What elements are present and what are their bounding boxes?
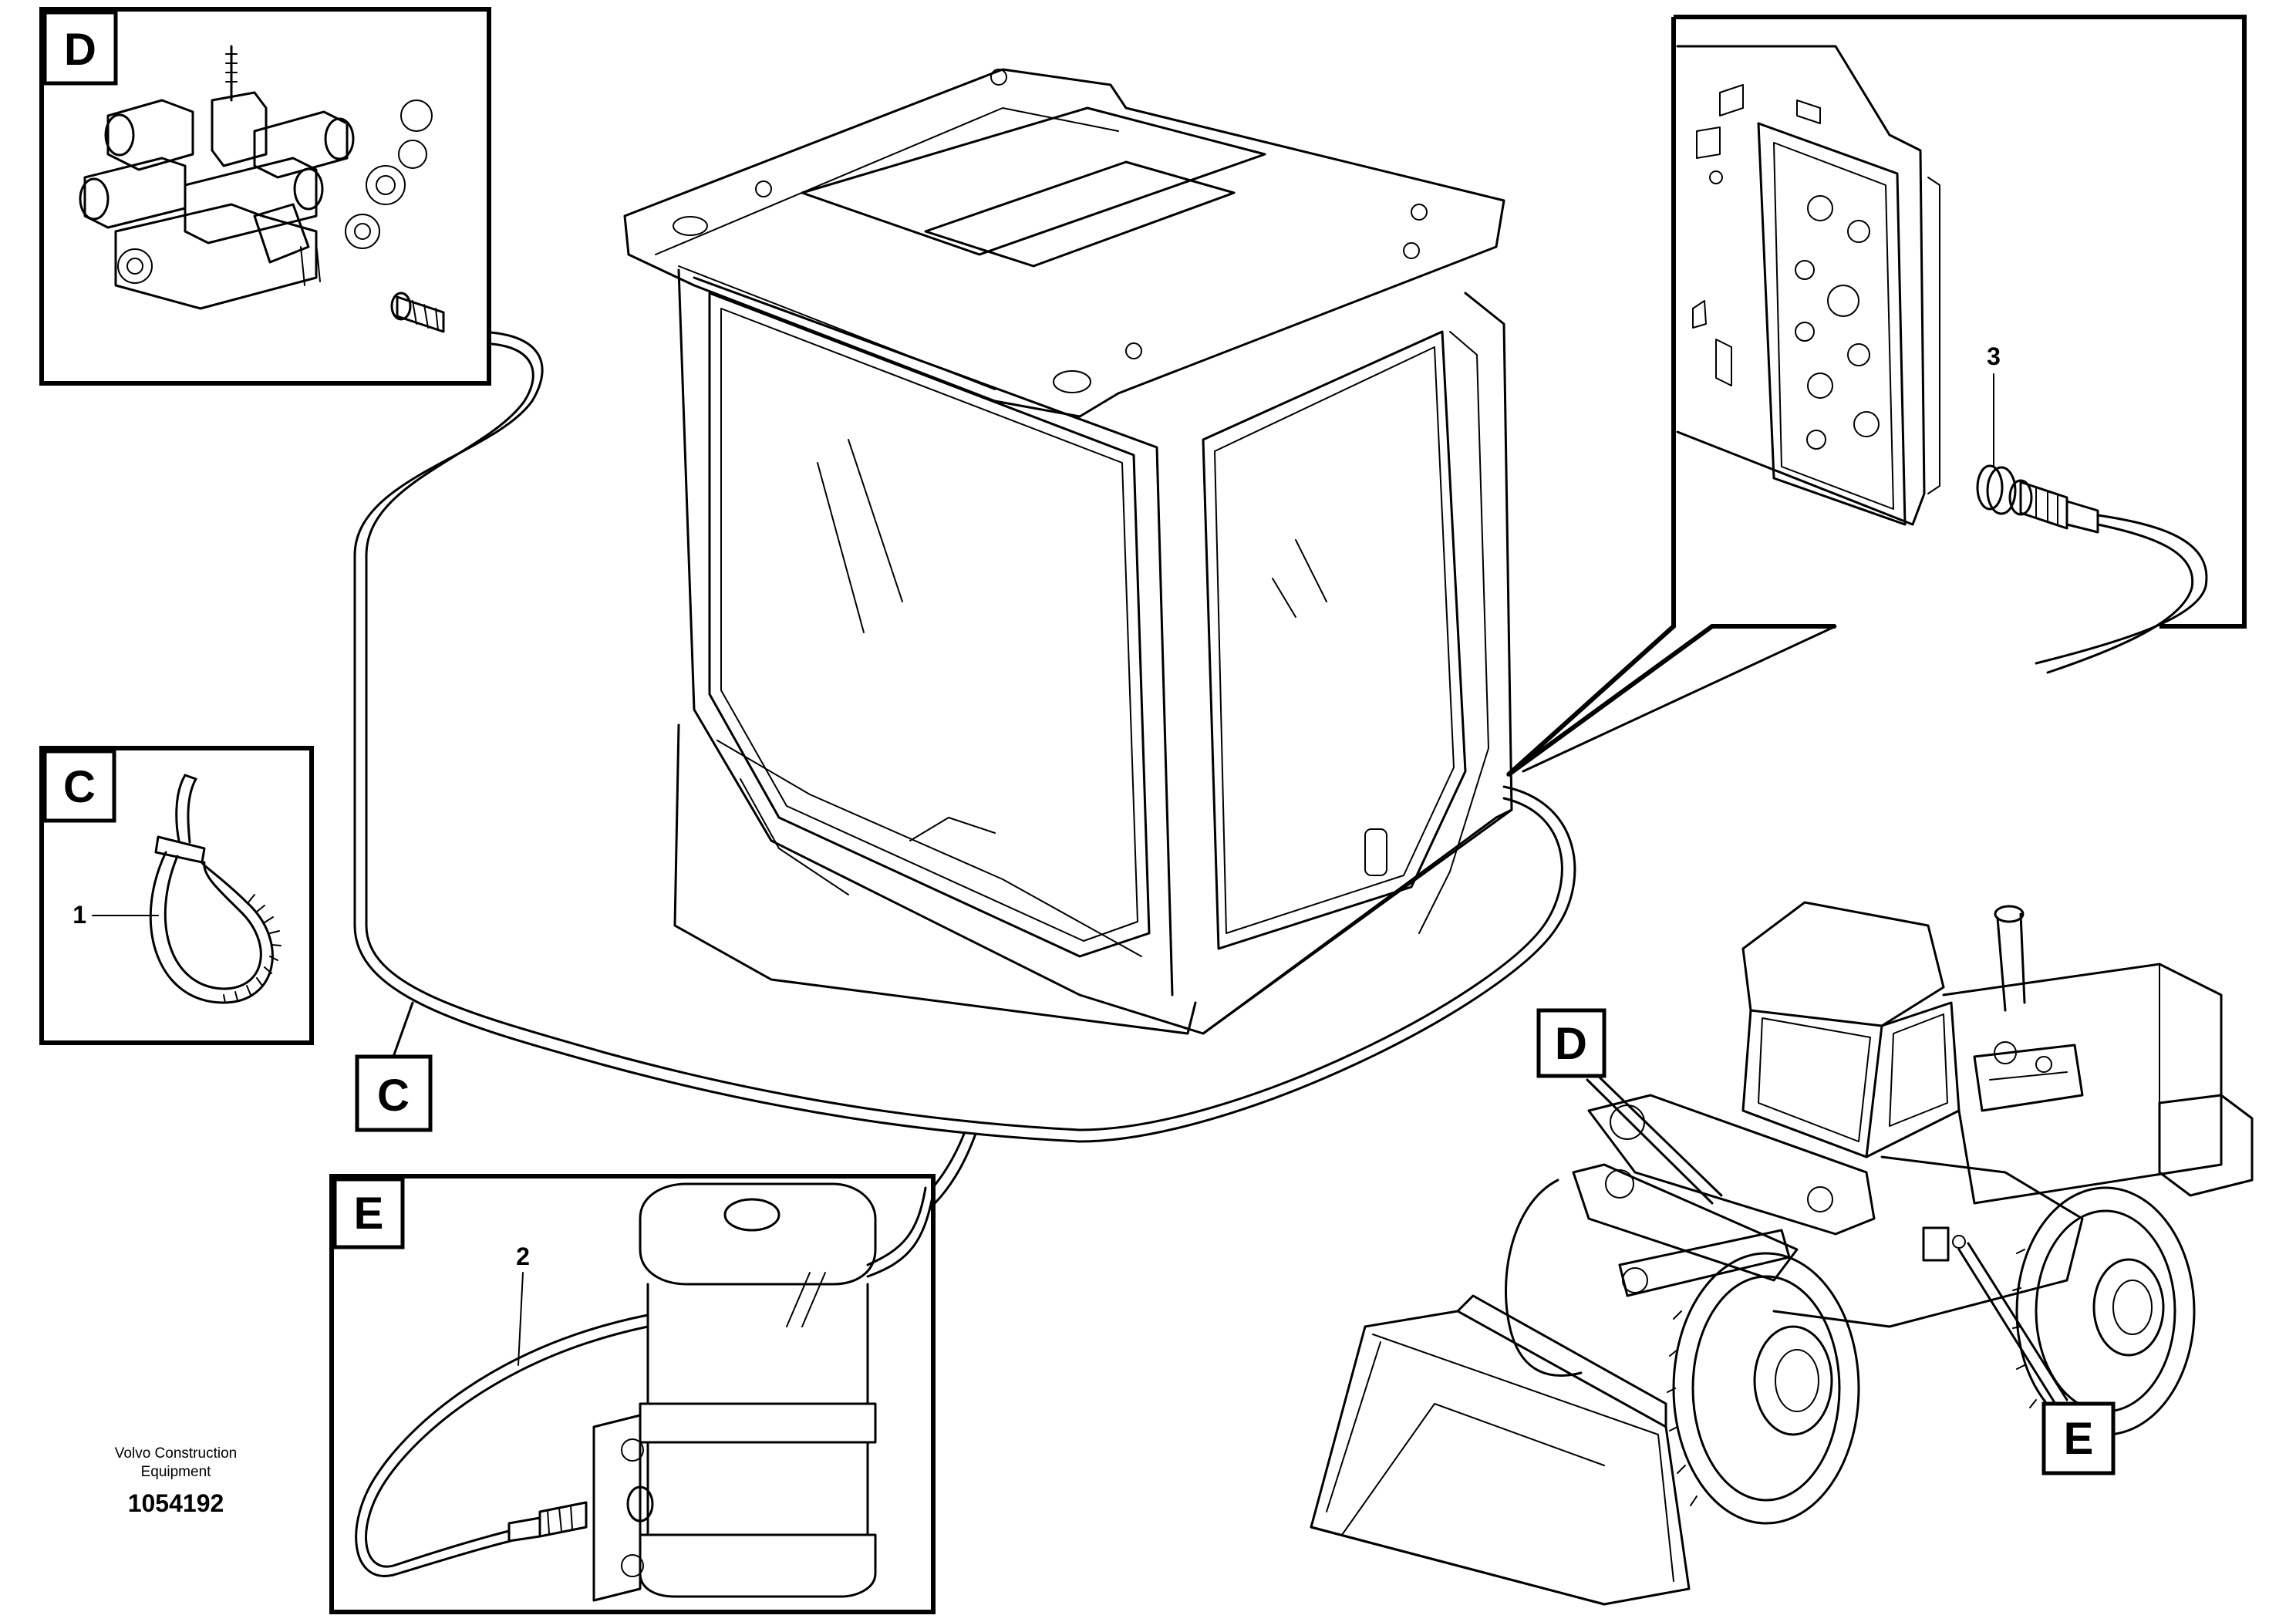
callout-d-loader-label: D	[1555, 1019, 1587, 1069]
detail-d-label: D	[64, 25, 96, 75]
valve-assembly-illustration	[79, 45, 445, 333]
detail-connector-panel: 3	[1505, 15, 2247, 777]
detail-c-label: C	[63, 762, 96, 812]
sensor-unit-illustration	[355, 1182, 936, 1602]
detail-d-panel: D	[39, 7, 491, 386]
item-1-number: 1	[72, 901, 86, 929]
callout-c-main: C	[355, 1001, 433, 1132]
detail-e-panel: E 2	[329, 1174, 936, 1614]
item-3-number: 3	[1987, 342, 2001, 370]
cable-tie-illustration	[149, 774, 282, 1004]
maker-credit: Volvo Construction Equipment 1054192	[115, 1445, 237, 1517]
maker-line-2: Equipment	[141, 1464, 212, 1480]
callout-e-loader-label: E	[2064, 1414, 2094, 1464]
callout-d-loader: D	[1536, 1008, 1723, 1205]
item-2-number: 2	[516, 1243, 530, 1270]
detail-c-panel: C 1	[39, 746, 314, 1045]
cable-harness	[353, 330, 1576, 1236]
maker-line-1: Volvo Construction	[115, 1445, 237, 1462]
wheel-loader-illustration	[1310, 901, 2254, 1606]
cabin-illustration	[623, 68, 1513, 1035]
connector-illustration	[1976, 464, 2208, 674]
part-number: 1054192	[128, 1489, 224, 1517]
callout-e-loader: E	[1957, 1242, 2116, 1475]
panel-plate-illustration	[1676, 45, 1940, 526]
callout-c-main-label: C	[377, 1071, 410, 1121]
detail-e-label: E	[354, 1189, 384, 1239]
